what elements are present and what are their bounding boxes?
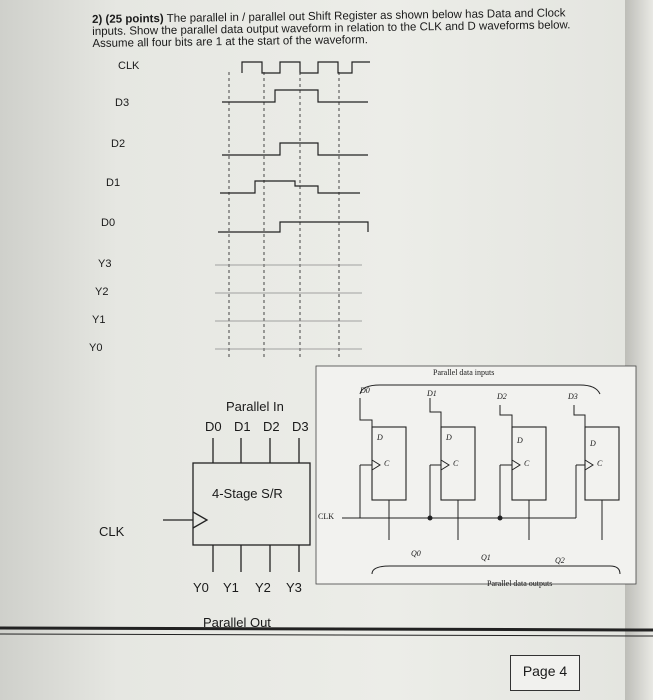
shift-register-block <box>192 462 311 546</box>
d2-waveform <box>222 142 368 156</box>
page-number: Page 4 <box>522 663 568 679</box>
reg-input-d2: D2 <box>263 419 280 434</box>
ckt-input-d2: D2 <box>497 392 507 401</box>
schematic-panel <box>315 365 637 585</box>
ckt-output-q0: Q0 <box>411 549 421 558</box>
register-input-lines <box>212 438 300 463</box>
register-name: 4-Stage S/R <box>212 486 283 501</box>
wave-label-y3: Y3 <box>98 258 112 270</box>
reg-input-d3: D3 <box>292 419 309 434</box>
ckt-input-d1: D1 <box>427 389 437 398</box>
reg-input-d1: D1 <box>234 419 251 434</box>
page-number-box: Page 4 <box>510 655 580 691</box>
wave-label-d2: D2 <box>111 138 126 150</box>
wave-label-d3: D3 <box>115 97 130 109</box>
ckt-output-q1: Q1 <box>481 553 491 562</box>
parallel-data-inputs-label: Parallel data inputs <box>433 368 495 377</box>
d3-waveform <box>222 89 368 103</box>
reg-output-y0: Y0 <box>193 580 209 595</box>
ff2-c-label: C <box>524 459 530 468</box>
d0-waveform <box>218 221 369 233</box>
wave-label-d0: D0 <box>101 217 116 229</box>
ff3-d-label: D <box>590 439 596 448</box>
clk-waveform <box>241 61 370 74</box>
parallel-in-label: Parallel In <box>226 399 284 414</box>
register-output-lines <box>212 545 300 572</box>
reg-output-y1: Y1 <box>223 580 239 595</box>
divider-thin <box>0 633 653 637</box>
schematic-wires <box>342 384 621 575</box>
ff-clock-triangles <box>371 459 594 471</box>
ff1-d-label: D <box>446 433 452 442</box>
output-rows <box>215 264 362 350</box>
ff0-d-label: D <box>377 433 383 442</box>
ff1-c-label: C <box>453 459 459 468</box>
parallel-out-label: Parallel Out <box>203 615 271 630</box>
ckt-output-q2: Q2 <box>555 556 565 565</box>
register-clk-label: CLK <box>99 524 125 539</box>
wave-label-y0: Y0 <box>89 342 103 354</box>
reg-output-y2: Y2 <box>255 580 271 595</box>
wave-label-y1: Y1 <box>92 314 106 326</box>
ff3-c-label: C <box>597 459 603 468</box>
parallel-data-outputs-label: Parallel data outputs <box>487 579 553 588</box>
ckt-input-d0: D0 <box>360 386 370 395</box>
clock-edge-guides <box>228 72 340 360</box>
register-clock-triangle <box>192 511 209 529</box>
ckt-input-d3: D3 <box>568 392 578 401</box>
reg-output-y3: Y3 <box>286 580 302 595</box>
wave-label-clk: CLK <box>118 60 140 72</box>
reg-input-d0: D0 <box>205 419 222 434</box>
wire-junctions <box>427 515 503 521</box>
wave-label-d1: D1 <box>106 177 121 189</box>
divider-thick <box>0 626 653 632</box>
ckt-clk-label: CLK <box>318 512 334 521</box>
ff0-c-label: C <box>384 459 390 468</box>
wave-label-y2: Y2 <box>95 286 109 298</box>
d1-waveform <box>220 180 360 194</box>
ff2-d-label: D <box>517 436 523 445</box>
